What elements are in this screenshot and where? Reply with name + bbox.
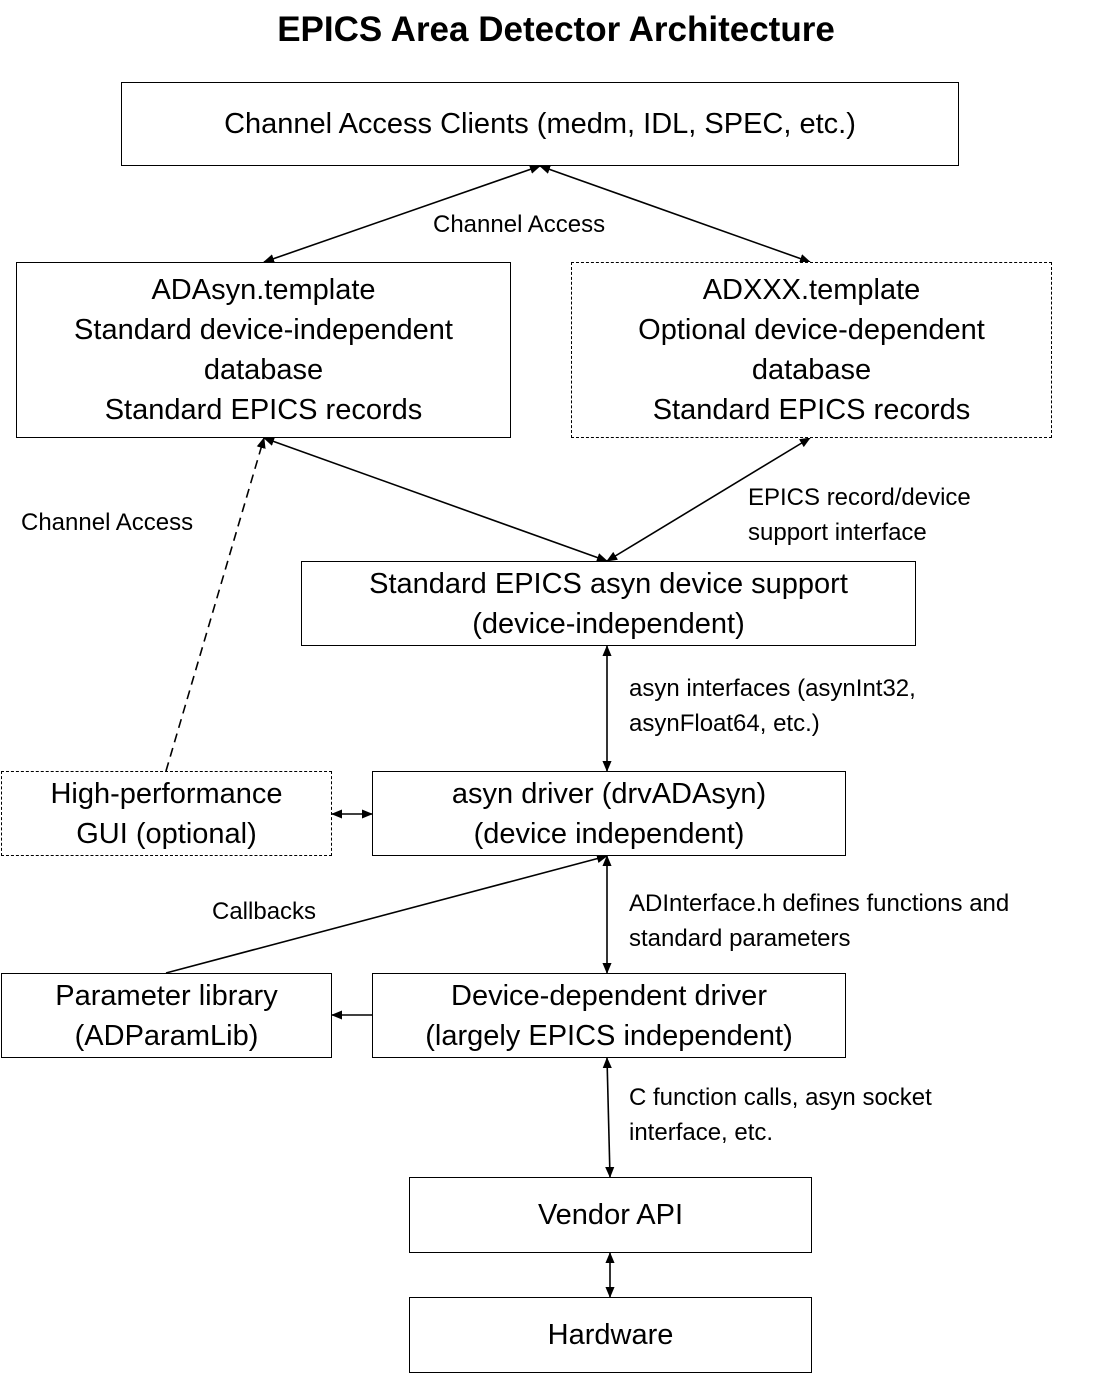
- label-text-line: asyn interfaces (asynInt32,: [629, 675, 916, 702]
- record-device-support-label: EPICS record/device support interface: [748, 480, 971, 550]
- asyn-device-support-box: Standard EPICS asyn device support (devi…: [301, 561, 916, 646]
- box-text-line: Standard EPICS records: [104, 394, 423, 426]
- box-text-line: Parameter library: [55, 979, 278, 1012]
- arrow-gui-adasyn: [165, 437, 266, 772]
- box-text-line: Vendor API: [537, 1199, 684, 1231]
- label-text-line: support interface: [748, 519, 927, 546]
- box-text-line: Standard device-independent: [74, 314, 453, 346]
- label-text-line: EPICS record/device: [748, 484, 971, 511]
- high-performance-gui-box: High-performance GUI (optional): [1, 771, 332, 856]
- box-text-line: Optional device-dependent: [638, 314, 985, 346]
- parameter-library-box: Parameter library (ADParamLib): [1, 973, 332, 1058]
- adasyn-template-box: ADAsyn.template Standard device-independ…: [16, 262, 511, 438]
- label-text-line: Channel Access: [433, 211, 606, 238]
- box-text-line: GUI (optional): [76, 817, 257, 850]
- arrow-devdriver-vendor: [602, 1057, 615, 1178]
- box-text-line: ADAsyn.template: [151, 274, 376, 306]
- box-text-line: Device-dependent driver: [451, 979, 767, 1012]
- box-text-line: (ADParamLib): [74, 1019, 259, 1052]
- vendor-api-box: Vendor API: [409, 1177, 812, 1253]
- box-text-line: database: [751, 354, 872, 386]
- arrow-param-callbacks: [165, 854, 608, 974]
- asyn-interfaces-label: asyn interfaces (asynInt32, asynFloat64,…: [629, 671, 916, 741]
- box-text-line: (device independent): [473, 817, 745, 850]
- box-text-line: (device-independent): [472, 607, 745, 640]
- box-text-line: database: [203, 354, 324, 386]
- box-text-line: asyn driver (drvADAsyn): [451, 777, 767, 810]
- label-text-line: ADInterface.h defines functions and: [629, 890, 1010, 917]
- channel-access-label-top: Channel Access: [433, 207, 605, 242]
- arrow-adxxx-devsupport: [606, 437, 811, 562]
- c-function-calls-label: C function calls, asyn socket interface,…: [629, 1080, 932, 1150]
- label-text-line: standard parameters: [629, 925, 851, 952]
- box-text-line: Standard EPICS records: [652, 394, 971, 426]
- label-text-line: Callbacks: [212, 898, 317, 925]
- box-text-line: ADXXX.template: [702, 274, 921, 306]
- box-text-line: Channel Access Clients (medm, IDL, SPEC,…: [224, 108, 856, 140]
- arrow-adasyn-devsupport: [263, 437, 608, 562]
- label-text-line: interface, etc.: [629, 1119, 774, 1146]
- diagram-title: EPICS Area Detector Architecture: [277, 10, 835, 49]
- adinterface-label: ADInterface.h defines functions and stan…: [629, 886, 1009, 956]
- channel-access-label-left: Channel Access: [21, 505, 193, 540]
- label-text-line: C function calls, asyn socket: [629, 1084, 932, 1111]
- asyn-driver-box: asyn driver (drvADAsyn) (device independ…: [372, 771, 846, 856]
- hardware-box: Hardware: [409, 1297, 812, 1373]
- box-text-line: Standard EPICS asyn device support: [369, 567, 848, 600]
- channel-access-clients-box: Channel Access Clients (medm, IDL, SPEC,…: [121, 82, 959, 166]
- arrow-clients-adasyn: [263, 164, 541, 264]
- box-text-line: High-performance: [50, 777, 283, 810]
- callbacks-label: Callbacks: [212, 894, 316, 929]
- adxxx-template-box: ADXXX.template Optional device-dependent…: [571, 262, 1052, 438]
- box-text-line: Hardware: [547, 1319, 674, 1351]
- device-dependent-driver-box: Device-dependent driver (largely EPICS i…: [372, 973, 846, 1058]
- label-text-line: Channel Access: [21, 509, 194, 536]
- box-text-line: (largely EPICS independent): [425, 1019, 793, 1052]
- arrow-clients-adxxx: [539, 165, 811, 263]
- label-text-line: asynFloat64, etc.): [629, 710, 820, 737]
